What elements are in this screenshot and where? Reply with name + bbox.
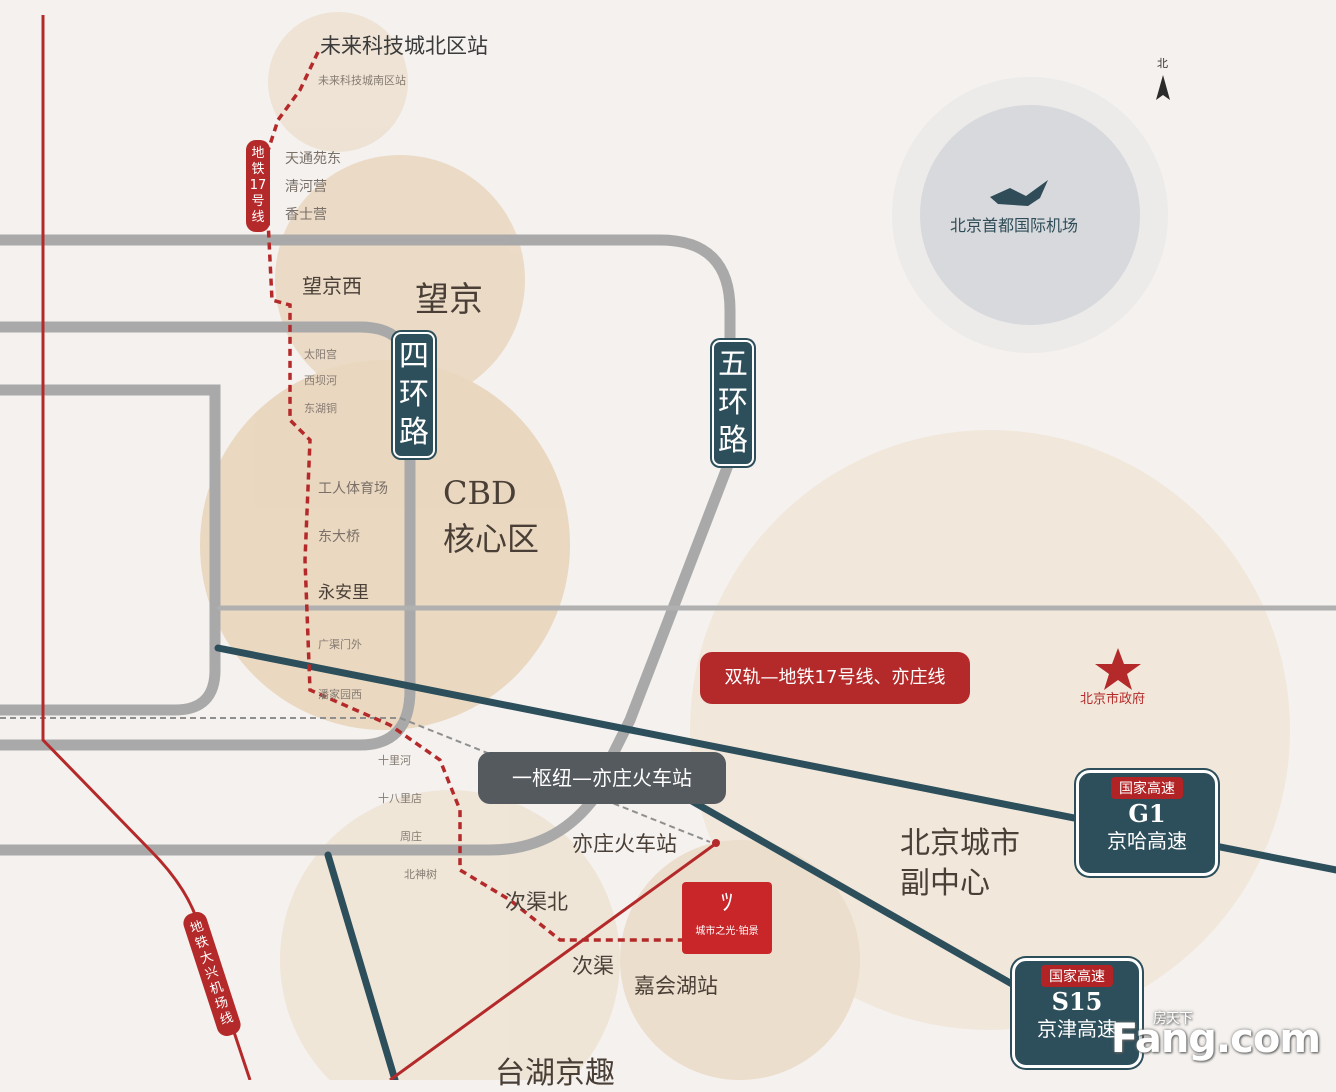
fang-watermark: 房天下 Fang.com [1110, 1011, 1321, 1062]
hub-label: 一枢纽—亦庄火车站 [478, 752, 726, 804]
line17-dashed [263, 51, 700, 942]
zone-yizhuang [280, 790, 620, 1080]
station-jiahuihu: 嘉会湖站 [634, 974, 718, 998]
north-arrow-icon [1156, 75, 1170, 100]
west-expressway [324, 851, 399, 1080]
district-cbd: CBD [443, 474, 517, 512]
district-wangjing: 望京 [415, 280, 483, 320]
g1-code: G1 [1128, 799, 1166, 828]
fourth-ring [0, 321, 416, 751]
station-north-terminus-small: 未来科技城南区站 [318, 74, 406, 87]
station-s1: 天通苑东 [285, 151, 341, 167]
g1-tag: 国家高速 [1111, 777, 1183, 799]
station-s2: 清河营 [285, 179, 327, 195]
station-s12: 潘家园西 [318, 688, 362, 701]
zone-wangjing [275, 155, 525, 405]
district-subcenter-1: 北京城市 [900, 826, 1020, 861]
station-s16: 北神树 [404, 868, 437, 881]
project-name: 城市之光·铂景 [695, 926, 759, 937]
station-yonganli: 永安里 [318, 583, 369, 603]
third-ring [0, 384, 221, 716]
yizhuang-line [389, 840, 719, 1080]
badge-fourth-ring: 四环路 [393, 332, 435, 458]
airport-label: 北京首都国际机场 [950, 216, 1079, 235]
station-s3: 香士营 [285, 207, 327, 223]
station-s14: 十八里店 [378, 792, 422, 805]
station-s6: 西坝河 [304, 374, 337, 387]
badge-fifth-ring-text: 五环路 [718, 347, 748, 458]
station-gongti: 工人体育场 [318, 481, 388, 497]
s15-name: 京津高速 [1037, 1017, 1117, 1041]
shield-g1: 国家高速 G1 京哈高速 [1076, 770, 1218, 876]
north-label: 北 [1157, 57, 1168, 70]
station-s5: 太阳宫 [304, 348, 337, 361]
g1-name: 京哈高速 [1107, 829, 1187, 853]
zone-future-tech-city [268, 12, 408, 152]
shield-s15: 国家高速 S15 京津高速 [1012, 958, 1142, 1068]
station-dongdaqiao: 东大桥 [318, 529, 360, 545]
yizhuang-station-dot [712, 839, 720, 847]
airport-circle [920, 105, 1140, 325]
project-logo-icon: ﾂ [721, 888, 733, 916]
station-s7: 东湖铜 [304, 402, 337, 415]
dual-rail-label: 双轨—地铁17号线、亦庄线 [700, 652, 970, 704]
government-star-icon [1095, 648, 1141, 690]
gov-label: 北京市政府 [1080, 692, 1146, 707]
fifth-ring-north [0, 234, 736, 786]
s15-tag: 国家高速 [1041, 965, 1113, 987]
station-guangqumen: 广渠门外 [318, 638, 362, 651]
station-wangjingxi: 望京西 [302, 274, 362, 298]
airplane-icon [990, 180, 1048, 206]
badge-fourth-ring-text: 四环路 [399, 339, 429, 450]
station-ciqu: 次渠 [572, 954, 614, 978]
badge-fifth-ring: 五环路 [712, 340, 754, 466]
zone-jiahuihu [620, 840, 860, 1080]
s15-code: S15 [1051, 987, 1103, 1016]
district-cbd-core: 核心区 [443, 520, 540, 558]
district-taihu: 台湖京趣 [495, 1056, 615, 1091]
station-north-terminus: 未来科技城北区站 [320, 34, 488, 58]
station-s13: 十里河 [378, 754, 411, 767]
station-yizhuang: 亦庄火车站 [572, 832, 677, 856]
zone-subcenter [690, 430, 1290, 1030]
district-subcenter-2: 副中心 [900, 866, 990, 901]
watermark-text: Fang.com [1110, 1016, 1321, 1062]
project-marker: ﾂ 城市之光·铂景 [682, 882, 772, 954]
station-ciqubei: 次渠北 [505, 890, 568, 914]
station-s15: 周庄 [400, 830, 422, 843]
watermark-small: 房天下 [1152, 1011, 1193, 1027]
line17-vertical-label: 地铁17号线 [246, 140, 270, 232]
zone-cbd [200, 360, 570, 730]
